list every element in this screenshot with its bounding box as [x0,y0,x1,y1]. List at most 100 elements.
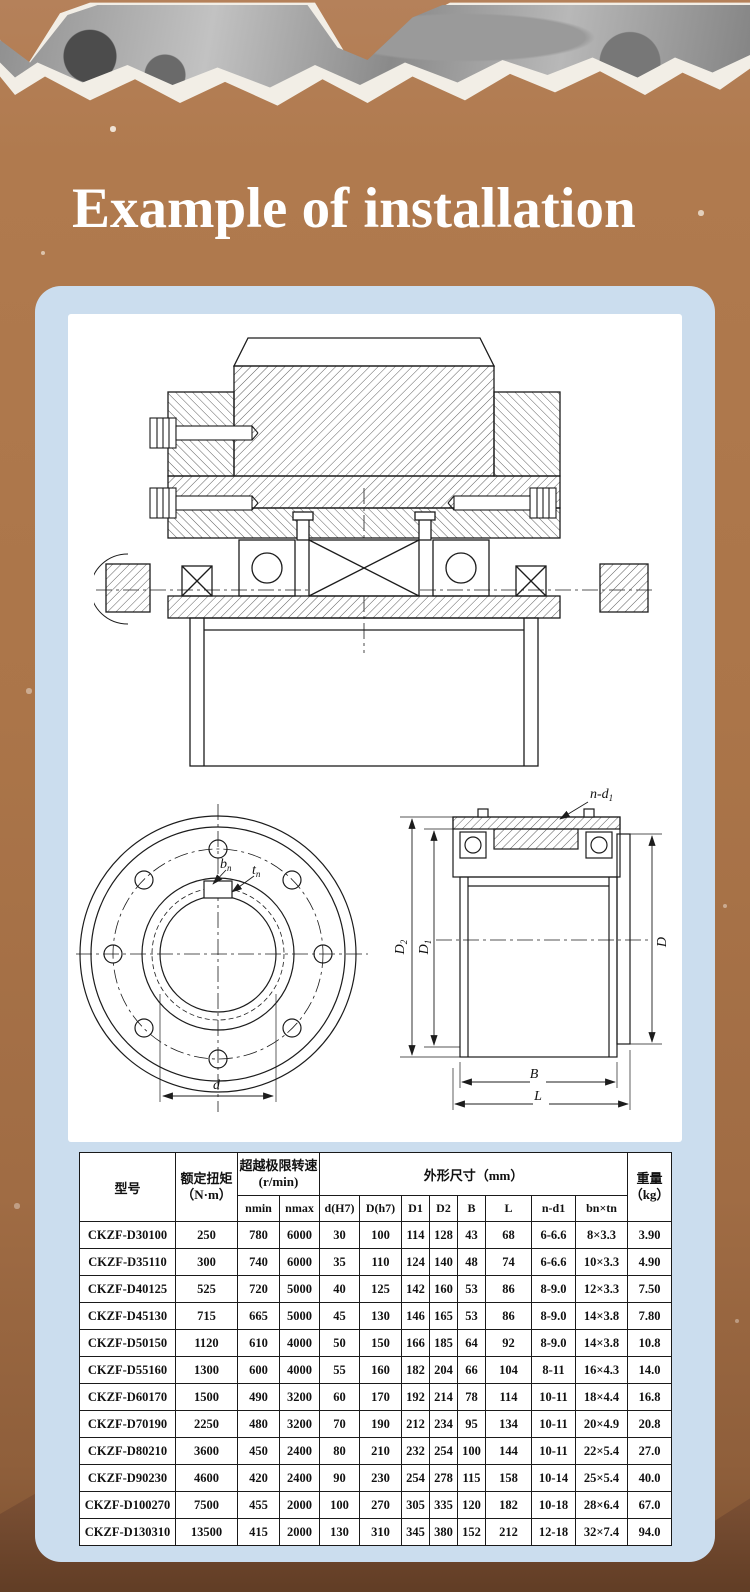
value-cell: 16.8 [627,1383,673,1411]
value-cell: 90 [319,1464,361,1492]
value-cell: 20.8 [627,1410,673,1438]
dim-label-d1: D1 [417,940,433,956]
value-cell: 165 [429,1302,459,1330]
dim-label-tn: tn [252,863,261,879]
value-cell: 68 [485,1221,533,1249]
value-cell: 18×4.4 [575,1383,629,1411]
value-cell: 5000 [278,1275,321,1303]
value-cell: 7500 [175,1491,238,1519]
bottom-plate [167,595,561,619]
value-cell: 152 [457,1518,487,1546]
header-D1: D1 [401,1195,431,1222]
value-cell: 780 [237,1221,280,1249]
model-cell: CKZF-D50150 [79,1329,176,1357]
value-cell: 10.8 [627,1329,673,1357]
header-dimensions: 外形尺寸（mm） [319,1152,629,1196]
value-cell: 67.0 [627,1491,673,1519]
header-dH7: d(H7) [319,1195,361,1222]
value-cell: 254 [401,1464,431,1492]
value-cell: 182 [401,1356,431,1384]
value-cell: 100 [359,1221,403,1249]
value-cell: 250 [175,1221,238,1249]
value-cell: 40.0 [627,1464,673,1492]
value-cell: 480 [237,1410,280,1438]
header-weight: 重量 （kg） [627,1152,673,1222]
value-cell: 40 [319,1275,361,1303]
value-cell: 1120 [175,1329,238,1357]
value-cell: 525 [175,1275,238,1303]
value-cell: 2400 [278,1437,321,1465]
value-cell: 55 [319,1356,361,1384]
value-cell: 210 [359,1437,403,1465]
value-cell: 234 [429,1410,459,1438]
spec-table: 型号 额定扭矩 （N·m） 超越极限转速 (r/min) 外形尺寸（mm） 重量… [79,1152,673,1546]
value-cell: 10-11 [531,1383,577,1411]
value-cell: 4000 [278,1356,321,1384]
value-cell: 415 [237,1518,280,1546]
right-bearing [432,539,490,597]
main-housing-block [233,365,495,477]
value-cell: 2000 [278,1518,321,1546]
value-cell: 142 [401,1275,431,1303]
model-cell: CKZF-D90230 [79,1464,176,1492]
value-cell: 80 [319,1437,361,1465]
value-cell: 7.50 [627,1275,673,1303]
drum [189,617,539,767]
value-cell: 10-11 [531,1437,577,1465]
value-cell: 14×3.8 [575,1302,629,1330]
value-cell: 6-6.6 [531,1248,577,1276]
value-cell: 43 [457,1221,487,1249]
value-cell: 740 [237,1248,280,1276]
header-nmin: nmin [237,1195,280,1222]
value-cell: 95 [457,1410,487,1438]
header-Dh7: D(h7) [359,1195,403,1222]
header-speed: 超越极限转速 (r/min) [236,1152,321,1196]
cross-section-drawing [94,337,652,767]
value-cell: 12×3.3 [575,1275,629,1303]
value-cell: 4.90 [627,1248,673,1276]
header-nmax: nmax [278,1195,321,1222]
dim-label-d: d [213,1078,221,1093]
left-bearing [238,539,296,597]
value-cell: 1500 [175,1383,238,1411]
value-cell: 125 [359,1275,403,1303]
front-view-linework [76,804,368,1112]
value-cell: 10-18 [531,1491,577,1519]
model-cell: CKZF-D80210 [79,1437,176,1465]
bolt-holes [103,839,333,1069]
value-cell: 100 [319,1491,361,1519]
value-cell: 130 [359,1302,403,1330]
value-cell: 70 [319,1410,361,1438]
value-cell: 14.0 [627,1356,673,1384]
value-cell: 86 [485,1275,533,1303]
value-cell: 6-6.6 [531,1221,577,1249]
value-cell: 86 [485,1302,533,1330]
value-cell: 8-9.0 [531,1275,577,1303]
side-view-linework [400,801,662,1110]
value-cell: 1300 [175,1356,238,1384]
header-torque: 额定扭矩 （N·m） [175,1152,238,1222]
value-cell: 12-18 [531,1518,577,1546]
value-cell: 170 [359,1383,403,1411]
value-cell: 166 [401,1329,431,1357]
value-cell: 6000 [278,1221,321,1249]
value-cell: 114 [485,1383,533,1411]
model-cell: CKZF-D70190 [79,1410,176,1438]
cylinder-body [459,876,618,1058]
value-cell: 2400 [278,1464,321,1492]
model-cell: CKZF-D55160 [79,1356,176,1384]
value-cell: 8-11 [531,1356,577,1384]
value-cell: 715 [175,1302,238,1330]
model-cell: CKZF-D60170 [79,1383,176,1411]
lower-flange-bar [167,507,561,539]
value-cell: 278 [429,1464,459,1492]
value-cell: 8-9.0 [531,1329,577,1357]
value-cell: 78 [457,1383,487,1411]
value-cell: 3.90 [627,1221,673,1249]
value-cell: 150 [359,1329,403,1357]
